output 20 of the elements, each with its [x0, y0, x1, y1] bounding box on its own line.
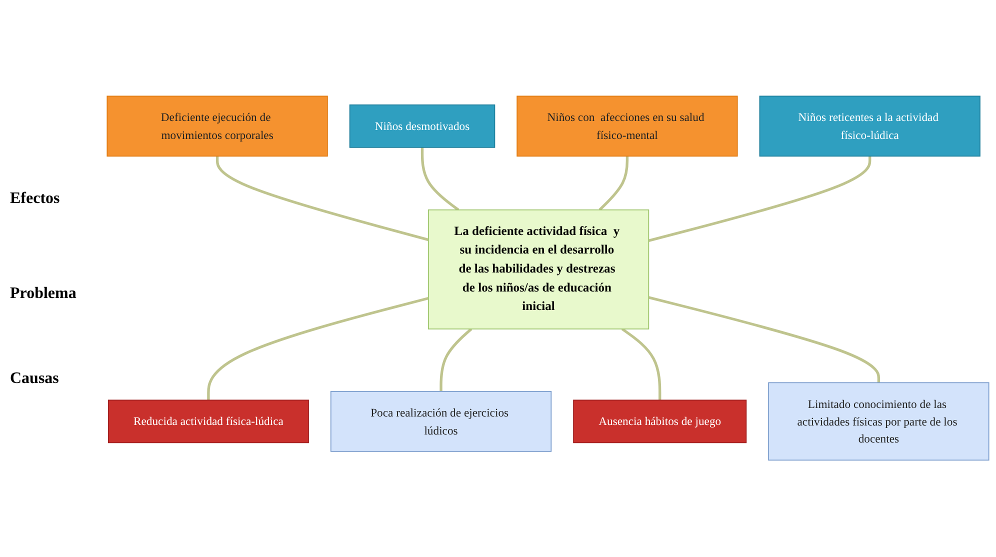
node-box: Reducida actividad física-lúdica: [108, 400, 309, 444]
row-label: Problema: [10, 285, 76, 303]
node-box: La deficiente actividad física y su incidencia en el desarrollo de las habilidades y destrezas de los niños/as de educación inicial: [428, 210, 650, 330]
node-box: Niños reticentes a la actividad físico-lúdica: [759, 96, 980, 157]
node-box: Niños con afecciones en su salud físico-mental: [516, 96, 738, 157]
connector: [648, 296, 880, 384]
node-box: Deficiente ejecución de movimientos corporales: [106, 96, 328, 157]
node-box: Limitado conocimiento de las actividades físicas por parte de los docentes: [768, 382, 990, 461]
row-label: Causas: [10, 370, 59, 388]
connector: [440, 328, 472, 392]
connector: [648, 156, 872, 242]
node-box: Ausencia hábitos de juego: [573, 400, 747, 444]
connector: [216, 156, 429, 242]
node-box: Niños desmotivados: [349, 104, 496, 148]
node-box: Poca realización de ejercicios lúdicos: [330, 391, 552, 452]
row-label: Efectos: [10, 190, 60, 208]
connector: [420, 148, 460, 212]
connector: [621, 328, 662, 400]
connector: [598, 156, 629, 212]
connector: [207, 297, 429, 400]
